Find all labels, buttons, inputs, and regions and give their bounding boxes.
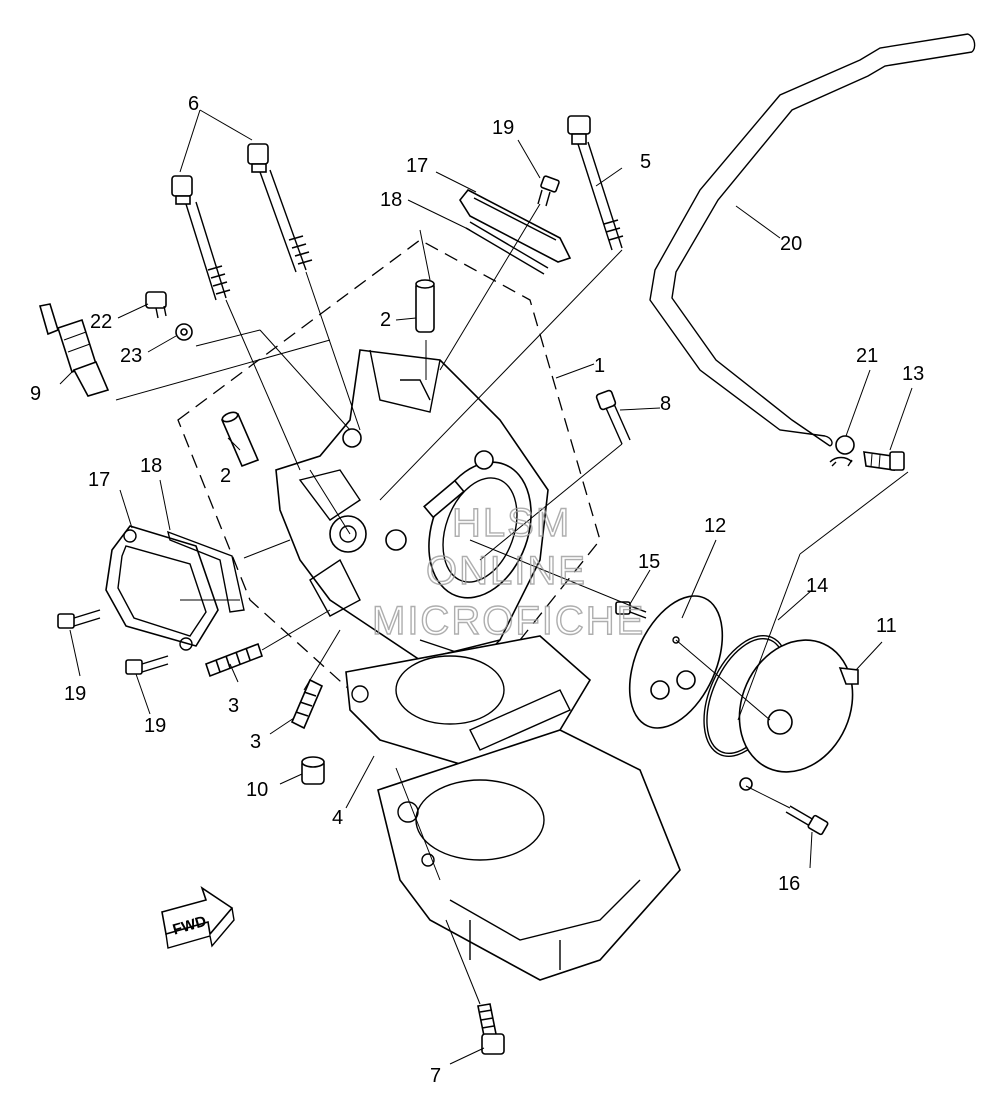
callout-15: 15 bbox=[638, 551, 660, 573]
callout-17-left: 17 bbox=[88, 469, 110, 491]
callout-16: 16 bbox=[778, 873, 800, 895]
breather-cap bbox=[738, 639, 859, 791]
watermark-line1: HLSM bbox=[452, 501, 571, 545]
dowel-sleeve bbox=[301, 756, 325, 785]
cylinder-head bbox=[275, 349, 549, 661]
valve-cover-left bbox=[105, 525, 219, 651]
cylinder-block bbox=[377, 729, 681, 981]
callout-14: 14 bbox=[806, 575, 828, 597]
base-bolt bbox=[477, 1003, 505, 1055]
breather-fitting bbox=[863, 451, 905, 471]
callout-17-top: 17 bbox=[406, 155, 428, 177]
forward-direction-arrow: FWD bbox=[161, 886, 235, 949]
callout-20: 20 bbox=[780, 233, 802, 255]
callout-18-top: 18 bbox=[380, 189, 402, 211]
callout-9: 9 bbox=[30, 383, 41, 405]
valve-cover-top bbox=[459, 188, 572, 263]
callout-19-left-lower: 19 bbox=[144, 715, 166, 737]
callout-13: 13 bbox=[902, 363, 924, 385]
cover-bolt-left-lower bbox=[125, 655, 169, 675]
callout-12: 12 bbox=[704, 515, 726, 537]
gasket-left bbox=[166, 530, 245, 613]
callout-7: 7 bbox=[430, 1065, 441, 1087]
assembly-outline bbox=[177, 239, 601, 691]
dowel-pin-top bbox=[415, 279, 435, 333]
socket-bolt bbox=[595, 389, 631, 445]
drain-bolt bbox=[145, 291, 167, 319]
callout-10: 10 bbox=[246, 779, 268, 801]
callout-2-top: 2 bbox=[380, 309, 391, 331]
callout-19-top: 19 bbox=[492, 117, 514, 139]
breather-hose bbox=[649, 33, 976, 447]
watermark-line2: ONLINE bbox=[426, 549, 587, 593]
callout-3-lower: 3 bbox=[250, 731, 261, 753]
leader-lines bbox=[59, 109, 913, 1065]
callout-6: 6 bbox=[188, 93, 199, 115]
callout-23: 23 bbox=[120, 345, 142, 367]
dowel-pin-left bbox=[220, 411, 260, 468]
cap-bolt bbox=[785, 805, 829, 836]
callout-22: 22 bbox=[90, 311, 112, 333]
callout-2-left: 2 bbox=[220, 465, 231, 487]
hose-clamp bbox=[829, 435, 855, 467]
head-bolt-left bbox=[171, 175, 231, 301]
callout-5: 5 bbox=[640, 151, 651, 173]
callout-8: 8 bbox=[660, 393, 671, 415]
head-bolt-right bbox=[247, 143, 313, 273]
callout-11: 11 bbox=[876, 615, 897, 637]
callout-labels: 1 2 2 3 3 4 5 6 7 8 9 10 11 12 13 14 15 … bbox=[30, 93, 924, 1087]
callout-3-upper: 3 bbox=[228, 695, 239, 717]
watermark-line3: MICROFICHE bbox=[372, 599, 645, 643]
alignment-lines bbox=[115, 203, 909, 1005]
cover-bolt-top bbox=[537, 175, 560, 207]
callout-18-left: 18 bbox=[140, 455, 162, 477]
callout-4: 4 bbox=[332, 807, 343, 829]
callout-21: 21 bbox=[856, 345, 878, 367]
watermark: HLSM ONLINE MICROFICHE bbox=[371, 500, 645, 643]
long-bolt bbox=[567, 115, 624, 251]
gasket-top bbox=[465, 221, 549, 275]
stud-bolt-upper bbox=[204, 642, 264, 678]
callout-1: 1 bbox=[594, 355, 605, 377]
cover-bolt-left-upper bbox=[57, 609, 101, 629]
reed-plate bbox=[628, 595, 724, 729]
spark-plug bbox=[38, 303, 110, 397]
callout-19-left-upper: 19 bbox=[64, 683, 86, 705]
washer bbox=[175, 323, 193, 341]
stud-bolt-lower bbox=[290, 678, 324, 730]
